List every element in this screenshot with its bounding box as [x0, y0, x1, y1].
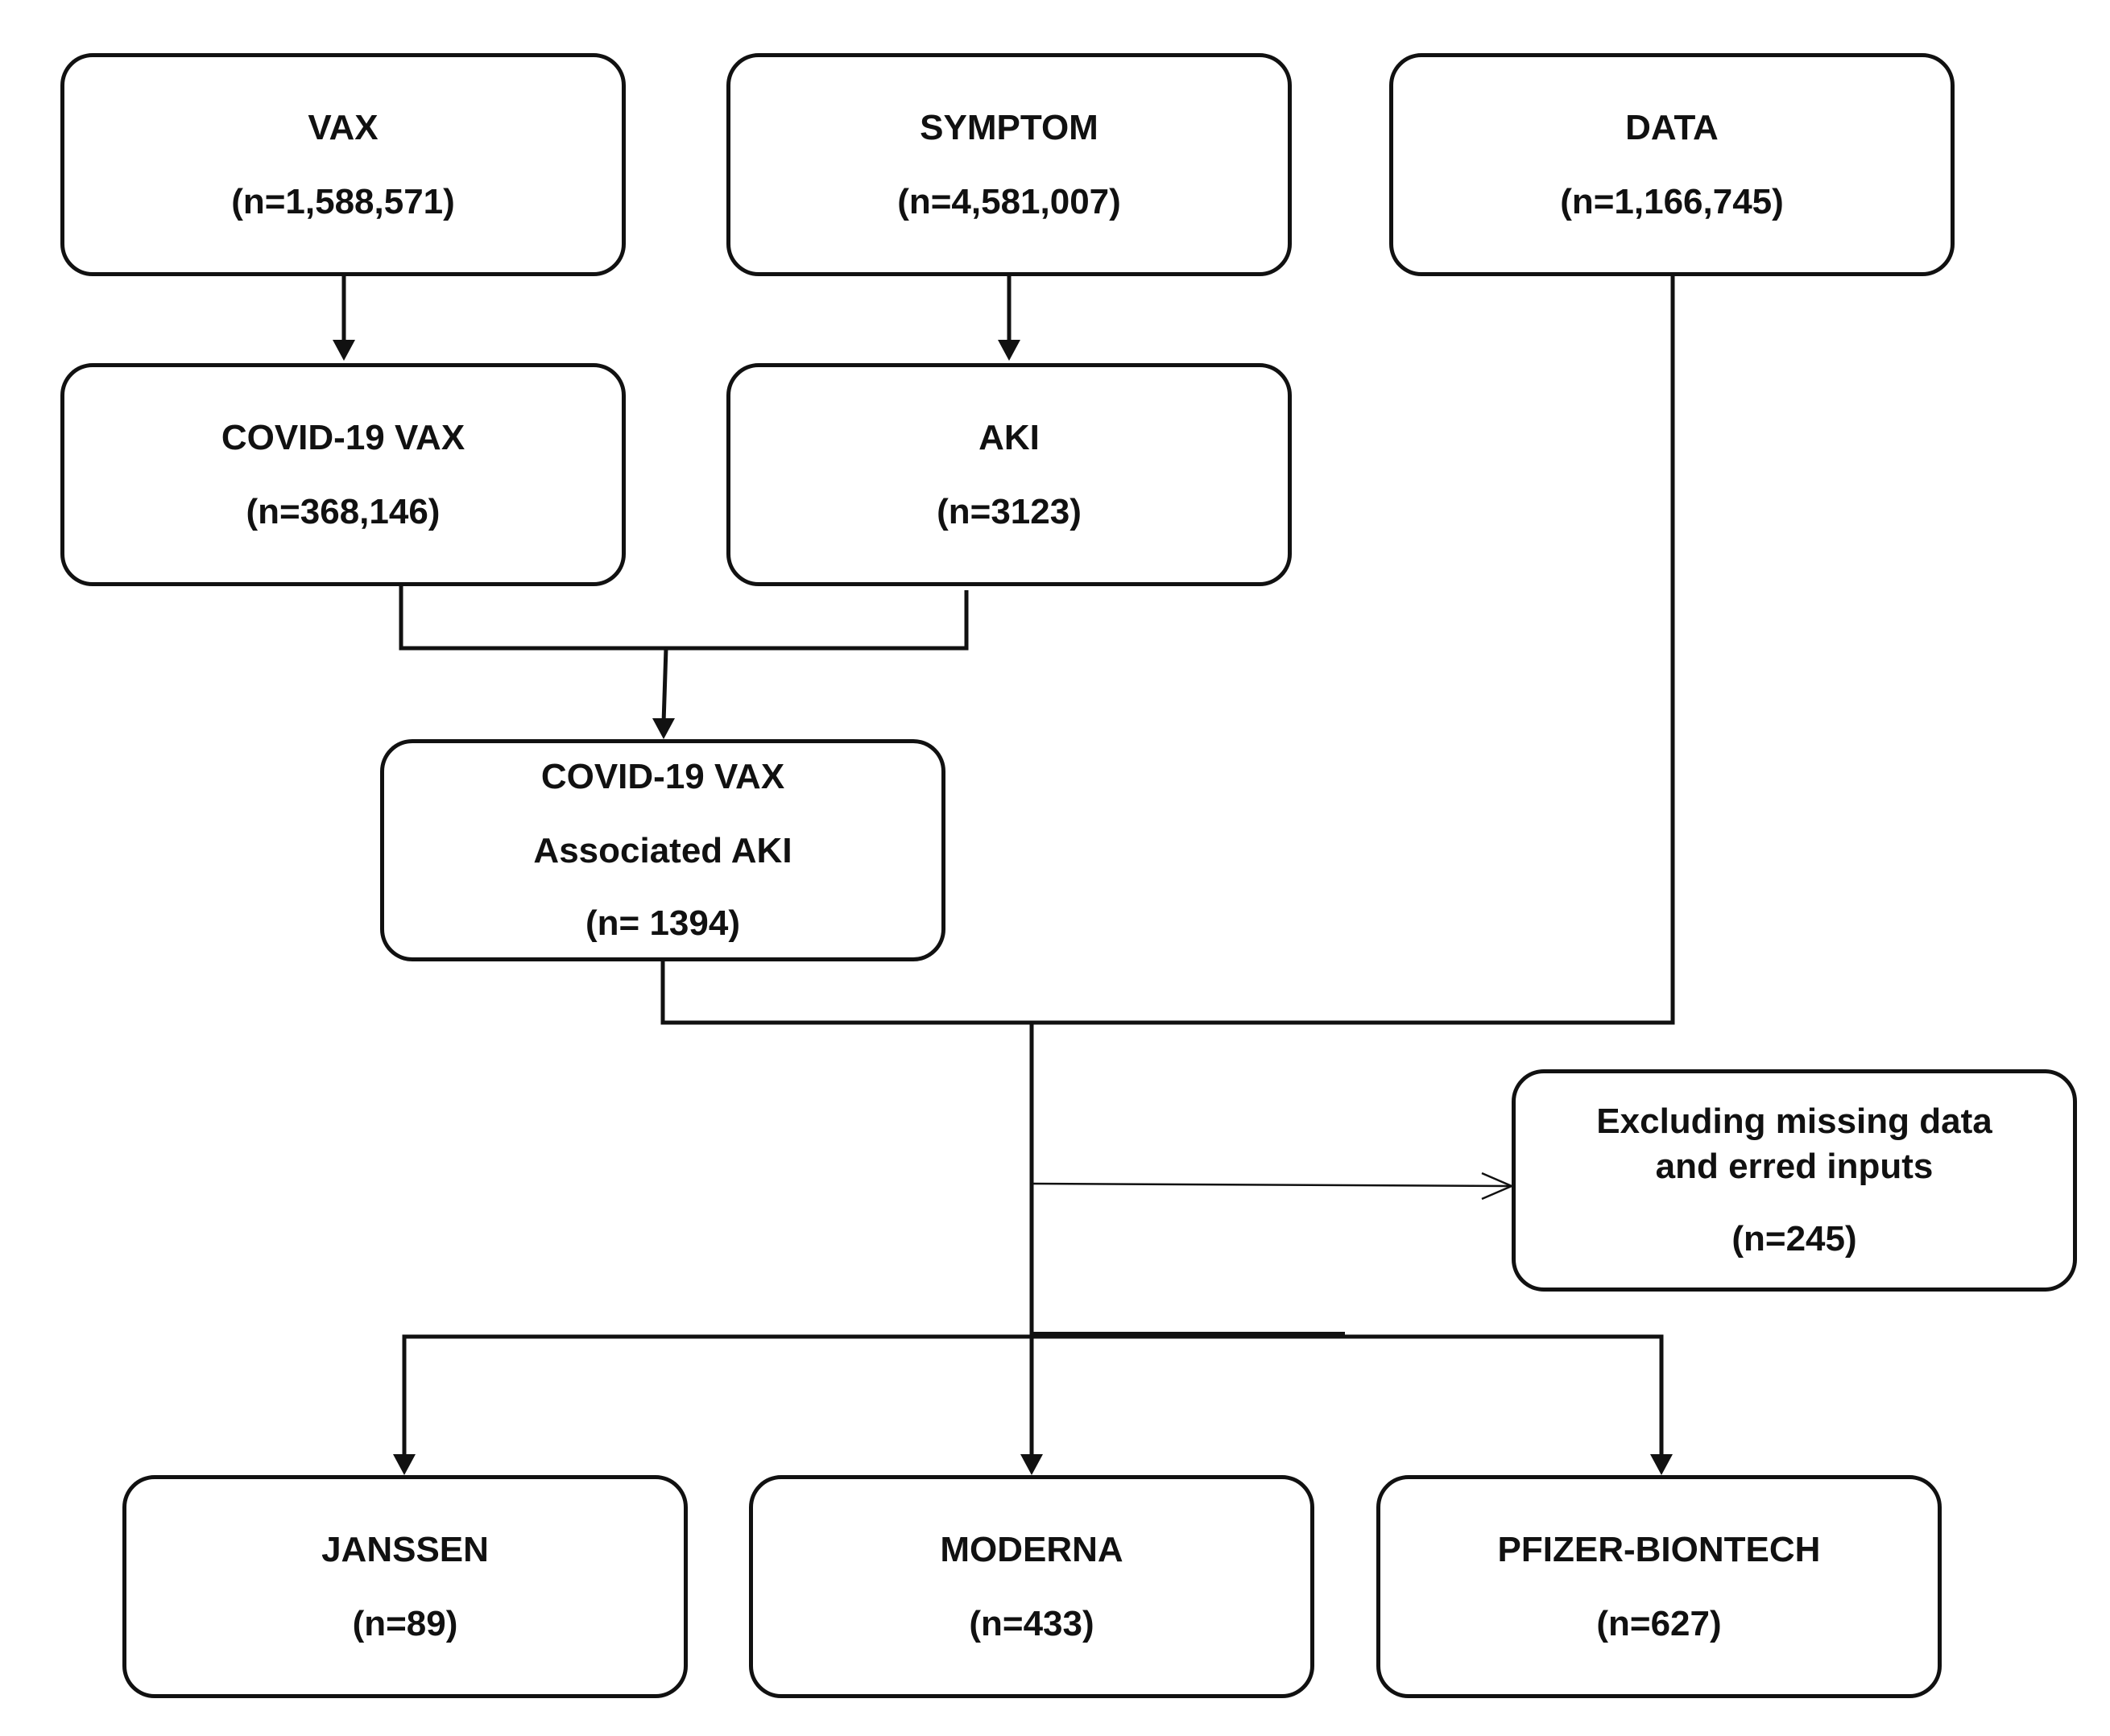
associated-aki-label-line1: COVID-19 VAX — [540, 757, 785, 796]
janssen-label: JANSSEN — [321, 1529, 489, 1569]
excluded-label-line1: Excluding missing data — [1596, 1102, 1992, 1141]
arrowhead-to-pfizer — [1650, 1454, 1673, 1475]
vax-label: VAX — [308, 107, 379, 147]
arrowhead-to-moderna — [1020, 1454, 1043, 1475]
janssen-box: JANSSEN (n=89) — [122, 1475, 688, 1698]
associated-aki-box: COVID-19 VAX Associated AKI (n= 1394) — [380, 739, 945, 961]
vax-box: VAX (n=1,588,571) — [60, 53, 626, 276]
connector-associated-aki-data-merge — [660, 276, 1675, 1025]
aki-label: AKI — [978, 417, 1040, 457]
associated-aki-label-line2: Associated AKI — [533, 831, 792, 870]
excluded-count: (n=245) — [1731, 1219, 1857, 1259]
aki-count: (n=3123) — [937, 491, 1082, 531]
moderna-box: MODERNA (n=433) — [749, 1475, 1314, 1698]
connector-covid-vax-aki-merge — [399, 586, 969, 651]
arrow-merge-to-associated-aki — [661, 647, 668, 724]
pfizer-count: (n=627) — [1596, 1603, 1722, 1643]
pfizer-box: PFIZER-BIONTECH (n=627) — [1376, 1475, 1942, 1698]
arrowhead-vax-to-covid-vax — [333, 340, 355, 361]
aki-box: AKI (n=3123) — [726, 363, 1292, 586]
excluded-box: Excluding missing data and erred inputs … — [1512, 1069, 2077, 1292]
covid-vax-count: (n=368,146) — [246, 491, 441, 531]
arrowhead-merge-to-associated-aki — [652, 718, 675, 739]
symptom-box: SYMPTOM (n=4,581,007) — [726, 53, 1292, 276]
arrow-to-excluded — [1032, 1182, 1511, 1188]
symptom-label: SYMPTOM — [920, 107, 1098, 147]
symptom-count: (n=4,581,007) — [897, 181, 1121, 221]
arrowhead-symptom-to-aki — [998, 340, 1020, 361]
excluded-label-line2: and erred inputs — [1655, 1147, 1934, 1186]
data-count: (n=1,166,745) — [1560, 181, 1784, 221]
associated-aki-count: (n= 1394) — [585, 903, 740, 943]
arrowhead-to-janssen — [393, 1454, 416, 1475]
janssen-count: (n=89) — [352, 1603, 458, 1643]
moderna-label: MODERNA — [940, 1529, 1123, 1569]
covid-vax-box: COVID-19 VAX (n=368,146) — [60, 363, 626, 586]
data-box: DATA (n=1,166,745) — [1389, 53, 1955, 276]
pfizer-label: PFIZER-BIONTECH — [1497, 1529, 1821, 1569]
covid-vax-label: COVID-19 VAX — [221, 417, 465, 457]
moderna-count: (n=433) — [969, 1603, 1094, 1643]
data-label: DATA — [1625, 107, 1719, 147]
vax-count: (n=1,588,571) — [231, 181, 455, 221]
